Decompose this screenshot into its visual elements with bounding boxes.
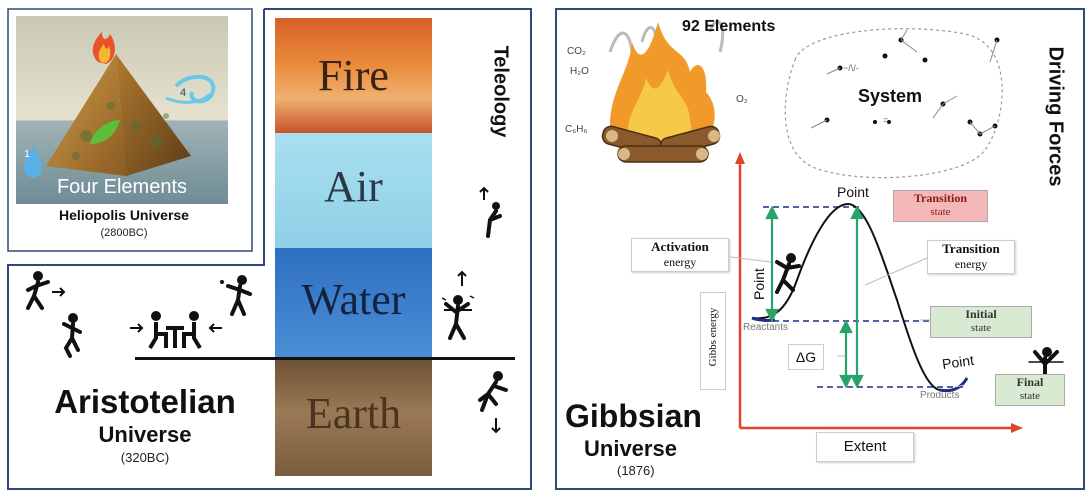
campfire-icon: [601, 20, 725, 163]
transition-state-line1: Transition: [913, 191, 968, 205]
x-axis-arrow: [1011, 423, 1023, 433]
earth-label: Earth: [305, 389, 402, 438]
point-left-label: Point: [751, 268, 767, 300]
pitcher-icon: [220, 275, 252, 316]
driving-forces-wrap: Driving Forces: [1040, 30, 1070, 210]
delta-g-box: ΔG: [788, 344, 824, 370]
product-well: [939, 377, 969, 393]
finish-runner-icon: [441, 270, 475, 340]
transition-energy-box: Transition energy: [927, 240, 1015, 274]
heliopolis-title: Heliopolis Universe: [59, 207, 189, 223]
gibbsian-title: Gibbsian: [565, 398, 702, 434]
air-layer: Air: [275, 133, 432, 248]
elements-label: 92 Elements: [682, 18, 776, 35]
transition-energy-line2: energy: [954, 257, 988, 271]
activation-line2: energy: [663, 255, 697, 269]
water-label: Water: [301, 275, 406, 324]
energy-curve: [751, 202, 968, 392]
heliopolis-image: [16, 16, 228, 204]
products-label: Products: [920, 390, 960, 401]
teleology-label: Teleology: [489, 45, 512, 138]
thrower-icon: [26, 271, 66, 310]
climber-icon: [775, 253, 801, 294]
marker-4: 4: [179, 87, 187, 99]
co2-label: CO₂: [567, 46, 586, 57]
system-mark-wave: ~/\/-: [843, 63, 859, 73]
dancer-icon: [62, 313, 82, 358]
driving-forces-label: Driving Forces: [1044, 46, 1067, 187]
final-line1: Final: [1016, 375, 1044, 389]
teleology-label-wrap: Teleology: [485, 20, 513, 170]
final-line2: state: [1019, 390, 1041, 402]
falling-runner-icon: [478, 371, 508, 434]
fire-layer: Fire: [275, 18, 432, 133]
transition-state-box: Transition state: [893, 190, 988, 222]
c6h6-label: C₆H₆: [565, 124, 588, 135]
final-state-box: Final state: [995, 374, 1065, 406]
marker-1: 1: [24, 149, 30, 160]
point-left-wrap: Point: [748, 262, 770, 312]
four-elements-caption: Four Elements: [56, 176, 188, 198]
rising-person-icon: [479, 186, 502, 238]
reactants-label: Reactants: [743, 322, 789, 333]
initial-line1: Initial: [965, 307, 997, 321]
pyramid-illustration: [16, 16, 228, 204]
water-layer: Water: [275, 248, 432, 360]
activation-energy-box: Activation energy: [631, 238, 729, 272]
aristotelian-date: (320BC): [120, 450, 170, 465]
x-axis-label: Extent: [816, 432, 914, 462]
meeting-table-icon: [130, 311, 222, 350]
transition-energy-line1: Transition: [942, 241, 1000, 256]
initial-state-box: Initial state: [930, 306, 1032, 338]
activation-line1: Activation: [651, 239, 709, 254]
earth-layer: Earth: [275, 360, 432, 476]
initial-line2: state: [970, 322, 992, 334]
h2o-label: H₂O: [570, 66, 589, 77]
gibbs-energy-box: Gibbs energy: [700, 292, 726, 390]
gibbsian-subtitle: Universe: [584, 436, 677, 461]
y-axis-arrow: [735, 152, 745, 164]
gibbsian-date: (1876): [617, 463, 655, 478]
air-label: Air: [324, 162, 383, 211]
aristotelian-frame: [7, 8, 532, 490]
transition-state-line2: state: [930, 206, 951, 218]
aristotelian-subtitle: Universe: [98, 422, 192, 447]
system-mark-equals: =: [883, 115, 889, 125]
ground-line: [135, 357, 515, 360]
system-label: System: [858, 86, 923, 106]
point-top-label: Point: [837, 184, 869, 200]
heliopolis-date: (2800BC): [100, 227, 148, 239]
fire-label: Fire: [318, 51, 389, 100]
o2-label: O₂: [736, 94, 748, 105]
y-axis-label: Gibbs energy: [707, 307, 719, 367]
aristotelian-title: Aristotelian: [54, 383, 236, 420]
